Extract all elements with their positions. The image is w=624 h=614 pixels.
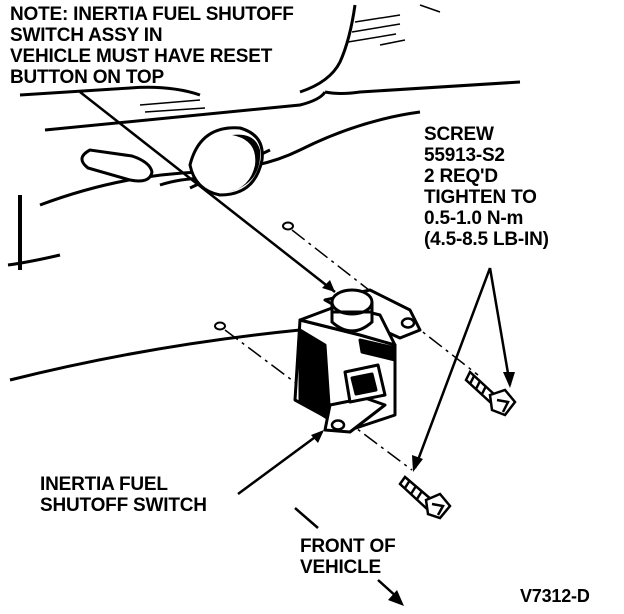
front-direction-arrow <box>294 507 404 606</box>
switch-label-line: INERTIA FUEL <box>40 474 168 495</box>
inertia-switch-body <box>293 288 422 434</box>
screw-leader-upper <box>488 267 512 386</box>
front-label-line: VEHICLE <box>300 557 381 578</box>
note-line: VEHICLE MUST HAVE RESET <box>10 46 273 67</box>
note-leader <box>79 91 336 293</box>
switch-label-line: SHUTOFF SWITCH <box>40 495 207 516</box>
figure-id: V7312-D <box>520 586 590 606</box>
switch-flange-hole-lower <box>330 419 346 431</box>
note-line: BUTTON ON TOP <box>10 67 164 88</box>
panel-round-hole <box>188 126 264 197</box>
screw-leader-lower <box>413 267 492 469</box>
switch-leader <box>237 430 323 496</box>
screw-line: SCREW <box>424 124 494 145</box>
mounting-hole-upper <box>282 221 294 231</box>
screw-line: 0.5-1.0 N-m <box>424 208 524 229</box>
screw-upper <box>464 369 517 417</box>
front-label-line: FRONT OF <box>300 536 396 557</box>
switch-flange-hole-upper <box>400 317 416 329</box>
arrowheads <box>311 280 515 472</box>
leader-lines <box>79 91 512 496</box>
screw-spec-label: SCREW 55913-S2 2 REQ'D TIGHTEN TO 0.5-1.… <box>424 124 549 250</box>
note-line: NOTE: INERTIA FUEL SHUTOFF <box>10 4 294 25</box>
front-of-vehicle-label: FRONT OF VEHICLE <box>300 536 396 578</box>
panel-oval-slot <box>80 148 154 183</box>
note-label: NOTE: INERTIA FUEL SHUTOFF SWITCH ASSY I… <box>10 4 294 88</box>
screw-line: TIGHTEN TO <box>424 187 537 208</box>
screw-lower <box>398 475 452 520</box>
screw-line: (4.5-8.5 LB-IN) <box>424 229 549 250</box>
note-line: SWITCH ASSY IN <box>10 25 163 46</box>
switch-label: INERTIA FUEL SHUTOFF SWITCH <box>40 474 207 516</box>
screw-line: 55913-S2 <box>424 145 505 166</box>
mounting-hole-lower <box>214 321 226 331</box>
screw-line: 2 REQ'D <box>424 166 498 187</box>
reset-button <box>330 288 374 333</box>
panel-hatching <box>139 4 441 113</box>
